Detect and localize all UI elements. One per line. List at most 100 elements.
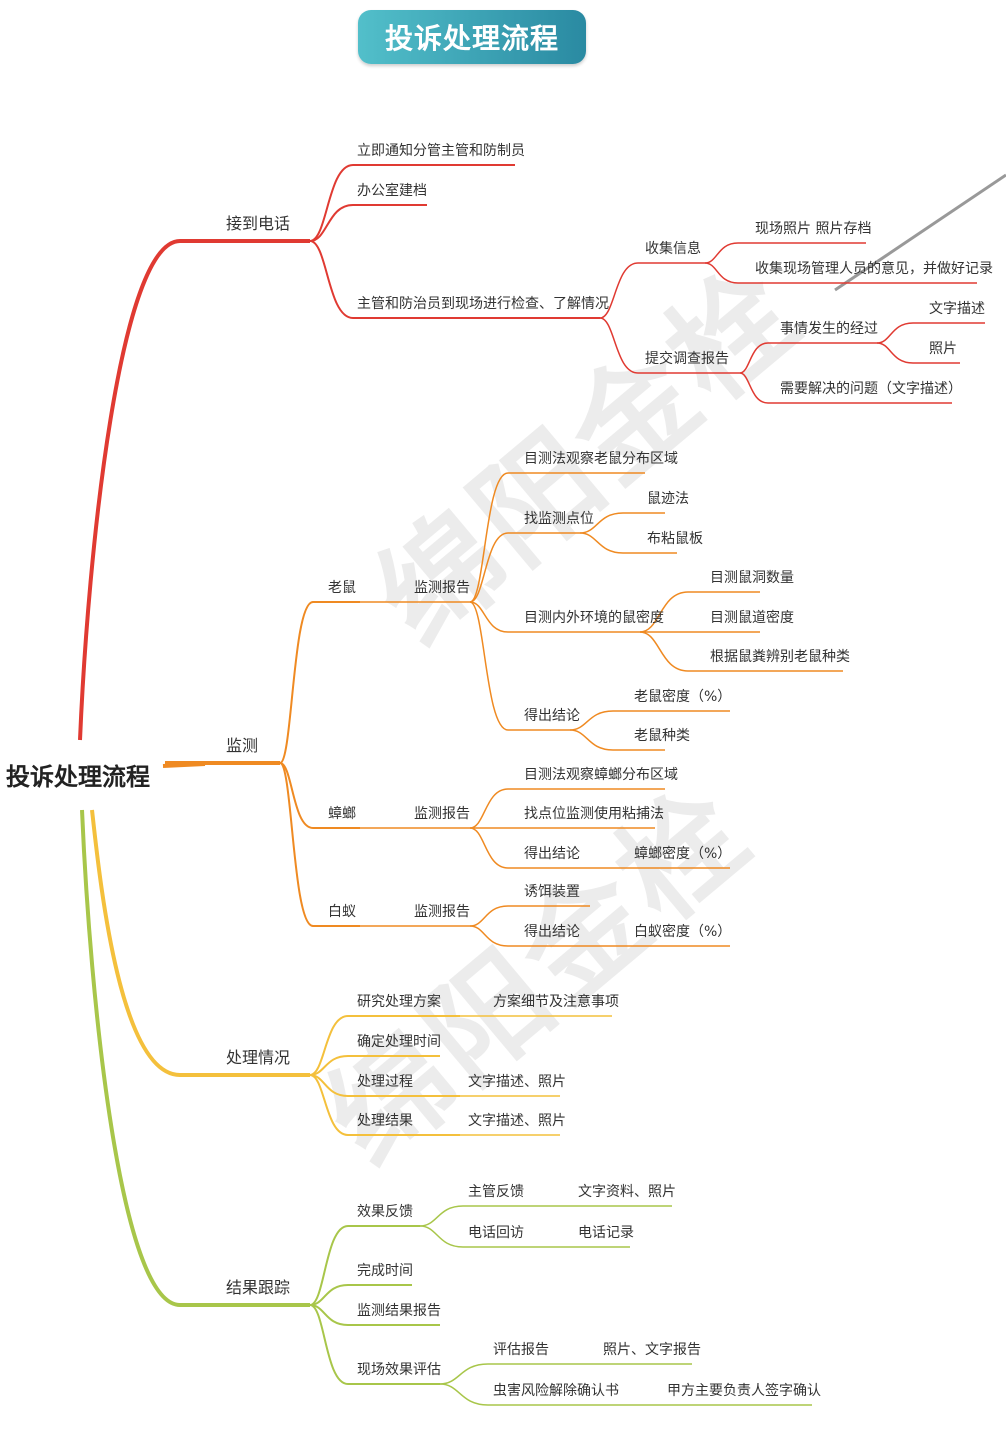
topic-node[interactable]: 处理结果 (357, 1113, 413, 1129)
topic-node[interactable]: 监测结果报告 (357, 1303, 441, 1319)
connector-line (309, 164, 515, 242)
topic-node[interactable]: 目测法观察蟑螂分布区域 (524, 767, 678, 783)
topic-node[interactable]: 鼠迹法 (647, 491, 689, 507)
topic-node[interactable]: 目测鼠洞数量 (710, 570, 794, 586)
connector-line (90, 809, 310, 1077)
topic-node[interactable]: 监测报告 (414, 904, 470, 920)
topic-node[interactable]: 研究处理方案 (357, 994, 441, 1010)
connector-line (309, 1055, 440, 1076)
topic-node[interactable]: 照片、文字报告 (603, 1342, 701, 1358)
topic-node[interactable]: 老鼠密度（%） (634, 689, 732, 705)
connector-line (639, 591, 760, 633)
connector-line (279, 762, 360, 927)
topic-node[interactable]: 布粘鼠板 (647, 531, 703, 547)
connector-line (80, 809, 310, 1307)
topic-node[interactable]: 得出结论 (524, 846, 580, 862)
topic-node[interactable]: 确定处理时间 (357, 1034, 441, 1050)
connector-line (704, 242, 866, 264)
branch-node[interactable]: 接到电话 (226, 214, 291, 233)
topic-node[interactable]: 得出结论 (524, 924, 580, 940)
connector-line (419, 1225, 560, 1248)
topic-node[interactable]: 现场效果评估 (357, 1362, 441, 1378)
topic-node[interactable]: 甲方主要负责人签字确认 (667, 1383, 821, 1399)
topic-node[interactable]: 虫害风险解除确认书 (493, 1383, 619, 1399)
topic-node[interactable]: 根据鼠粪辨别老鼠种类 (710, 649, 850, 665)
connector-line (704, 262, 977, 284)
topic-node[interactable]: 处理过程 (357, 1074, 413, 1090)
connector-line (309, 1284, 412, 1306)
topic-node[interactable]: 目测内外环境的鼠密度 (524, 610, 664, 626)
topic-node[interactable]: 完成时间 (357, 1263, 413, 1279)
topic-node[interactable]: 主管和防治员到现场进行检查、了解情况 (357, 296, 609, 312)
topic-node[interactable]: 目测鼠道密度 (710, 610, 794, 626)
topic-node[interactable]: 找点位监测使用粘捕法 (524, 806, 664, 822)
connector-line (309, 1074, 460, 1136)
connector-line (739, 342, 877, 374)
topic-node[interactable]: 办公室建档 (357, 183, 427, 199)
topic-node[interactable]: 提交调查报告 (645, 351, 729, 367)
root-node[interactable]: 投诉处理流程 (6, 763, 150, 791)
topic-node[interactable]: 文字描述 (929, 301, 985, 317)
connector-line (876, 342, 960, 364)
topic-node[interactable]: 诱饵装置 (524, 884, 580, 900)
topic-node[interactable]: 收集现场管理人员的意见，并做好记录 (755, 261, 993, 277)
connector-line (639, 631, 843, 672)
topic-node[interactable]: 目测法观察老鼠分布区域 (524, 451, 678, 467)
connector-line (579, 532, 677, 554)
connector-line (78, 239, 310, 741)
topic-node[interactable]: 事情发生的经过 (780, 321, 878, 337)
topic-node[interactable]: 立即通知分管主管和防制员 (357, 143, 525, 159)
topic-node[interactable]: 方案细节及注意事项 (493, 994, 619, 1010)
topic-node[interactable]: 白蚁 (328, 904, 356, 920)
topic-node[interactable]: 老鼠种类 (634, 728, 690, 744)
topic-node[interactable]: 文字描述、照片 (468, 1113, 566, 1129)
topic-node[interactable]: 找监测点位 (524, 511, 594, 527)
stray-pen-stroke (834, 173, 1006, 292)
page-title: 投诉处理流程 (384, 22, 559, 55)
connector-line (469, 472, 645, 603)
connector-line (469, 925, 600, 947)
topic-node[interactable]: 主管反馈 (468, 1184, 524, 1200)
connector-line (469, 601, 640, 633)
topic-node[interactable]: 监测报告 (414, 806, 470, 822)
topic-node[interactable]: 电话回访 (468, 1225, 524, 1241)
topic-node[interactable]: 文字描述、照片 (468, 1074, 566, 1090)
connector-line (469, 827, 600, 869)
branch-node[interactable]: 结果跟踪 (226, 1278, 291, 1297)
branch-node[interactable]: 处理情况 (226, 1048, 291, 1067)
title-badge: 投诉处理流程 (358, 10, 586, 64)
connector-line (309, 1304, 440, 1326)
connector-line (739, 372, 952, 404)
connector-line (419, 1205, 560, 1227)
connector-line (569, 729, 665, 751)
connector-line (309, 240, 600, 319)
topic-node[interactable]: 老鼠 (328, 580, 356, 596)
connector-line (439, 1363, 590, 1385)
connector-line (876, 322, 985, 344)
topic-node[interactable]: 蟑螂密度（%） (634, 846, 732, 862)
topic-node[interactable]: 得出结论 (524, 708, 580, 724)
connector-line (469, 532, 580, 603)
connector-line (279, 601, 360, 764)
connector-line (569, 710, 730, 731)
topic-node[interactable]: 效果反馈 (357, 1204, 413, 1220)
topic-node[interactable]: 文字资料、照片 (578, 1184, 676, 1200)
topic-node[interactable]: 蟑螂 (328, 806, 356, 822)
connector-line (599, 317, 740, 374)
topic-node[interactable]: 需要解决的问题（文字描述） (780, 381, 962, 397)
topic-node[interactable]: 评估报告 (493, 1342, 549, 1358)
topic-node[interactable]: 现场照片 照片存档 (755, 221, 872, 237)
connector-line (309, 204, 427, 242)
connector-line (469, 788, 665, 829)
connector-line (469, 905, 590, 927)
connector-line (599, 262, 705, 319)
topic-node[interactable]: 电话记录 (578, 1225, 634, 1241)
connector-line (469, 601, 570, 731)
topic-node[interactable]: 监测报告 (414, 580, 470, 596)
connector-line (579, 512, 665, 534)
branch-node[interactable]: 监测 (226, 736, 259, 755)
connector-line (439, 1383, 650, 1406)
topic-node[interactable]: 收集信息 (645, 241, 701, 257)
topic-node[interactable]: 照片 (929, 341, 957, 357)
topic-node[interactable]: 白蚁密度（%） (634, 924, 732, 940)
